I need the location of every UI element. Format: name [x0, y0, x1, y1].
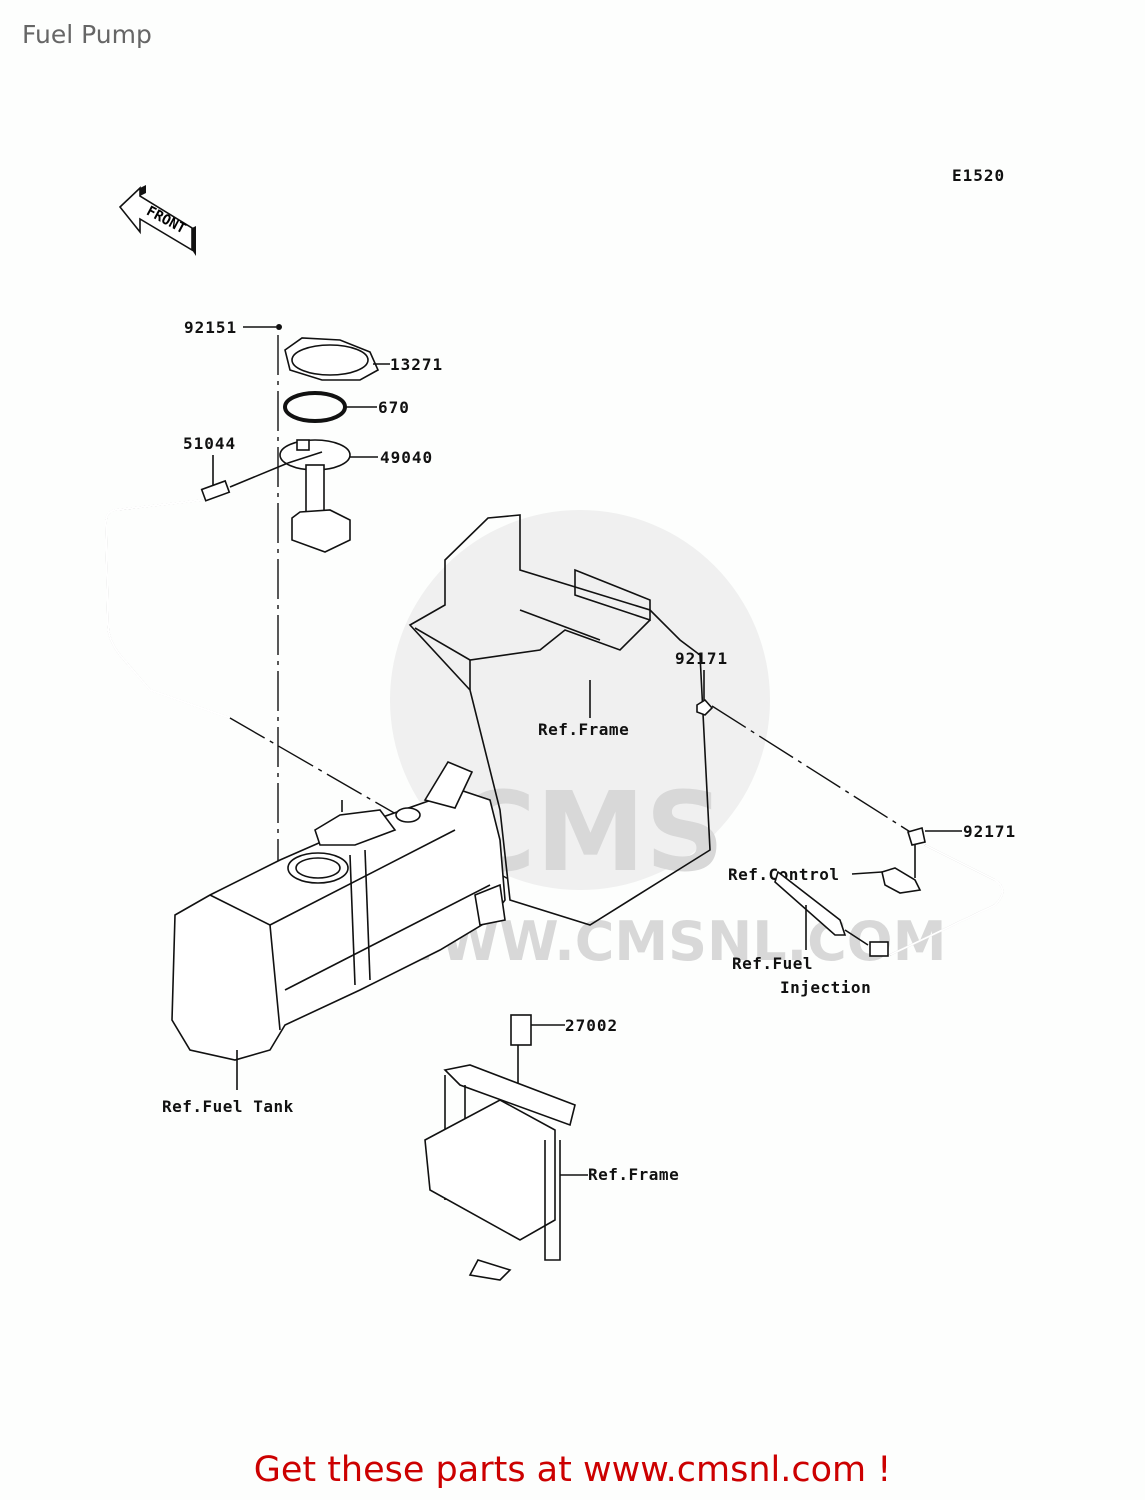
hose-connector [869, 941, 889, 957]
ref-fuel: Ref.Fuel [732, 954, 813, 973]
diagram-code: E1520 [952, 166, 1005, 185]
footer-link[interactable]: Get these parts at www.cmsnl.com ! [253, 1450, 892, 1490]
callout-92171-lower[interactable]: 92171 [963, 822, 1016, 841]
hose-route-line-2 [711, 705, 916, 836]
front-arrow-icon: FRONT [118, 185, 196, 256]
ref-frame-lower: Ref.Frame [588, 1165, 679, 1184]
ref-frame-upper: Ref.Frame [538, 720, 629, 739]
page-title: Fuel Pump [22, 20, 152, 49]
ref-injection: Injection [780, 978, 871, 997]
part-92151[interactable]: 92151 [184, 318, 282, 337]
ref-control: Ref.Control [728, 865, 839, 884]
control-bracket: Ref.Control [728, 845, 922, 894]
part-27002[interactable]: 27002 [510, 1014, 618, 1100]
callout-27002[interactable]: 27002 [565, 1016, 618, 1035]
part-92171-upper[interactable]: 92171 [675, 649, 728, 716]
callout-51044[interactable]: 51044 [183, 434, 236, 453]
part-92171-lower[interactable]: 92171 [906, 822, 1016, 846]
part-13271[interactable]: 13271 [284, 337, 443, 381]
callout-13271[interactable]: 13271 [390, 355, 443, 374]
callout-49040[interactable]: 49040 [380, 448, 433, 467]
lower-frame: Ref.Frame [424, 1064, 679, 1281]
part-51044[interactable]: 51044 [104, 434, 289, 719]
part-49040[interactable]: 49040 [279, 439, 433, 553]
callout-92171-upper[interactable]: 92171 [675, 649, 728, 668]
callout-92151[interactable]: 92151 [184, 318, 237, 337]
callout-670[interactable]: 670 [378, 398, 410, 417]
fuel-tank: Ref.Fuel Tank [162, 760, 506, 1116]
ref-fuel-tank: Ref.Fuel Tank [162, 1097, 294, 1116]
part-670[interactable]: 670 [283, 391, 410, 423]
upper-frame: Ref.Frame [408, 514, 711, 926]
fuel-injection-rail: Ref.Fuel Injection [732, 870, 871, 997]
hose-route-line [229, 717, 511, 881]
